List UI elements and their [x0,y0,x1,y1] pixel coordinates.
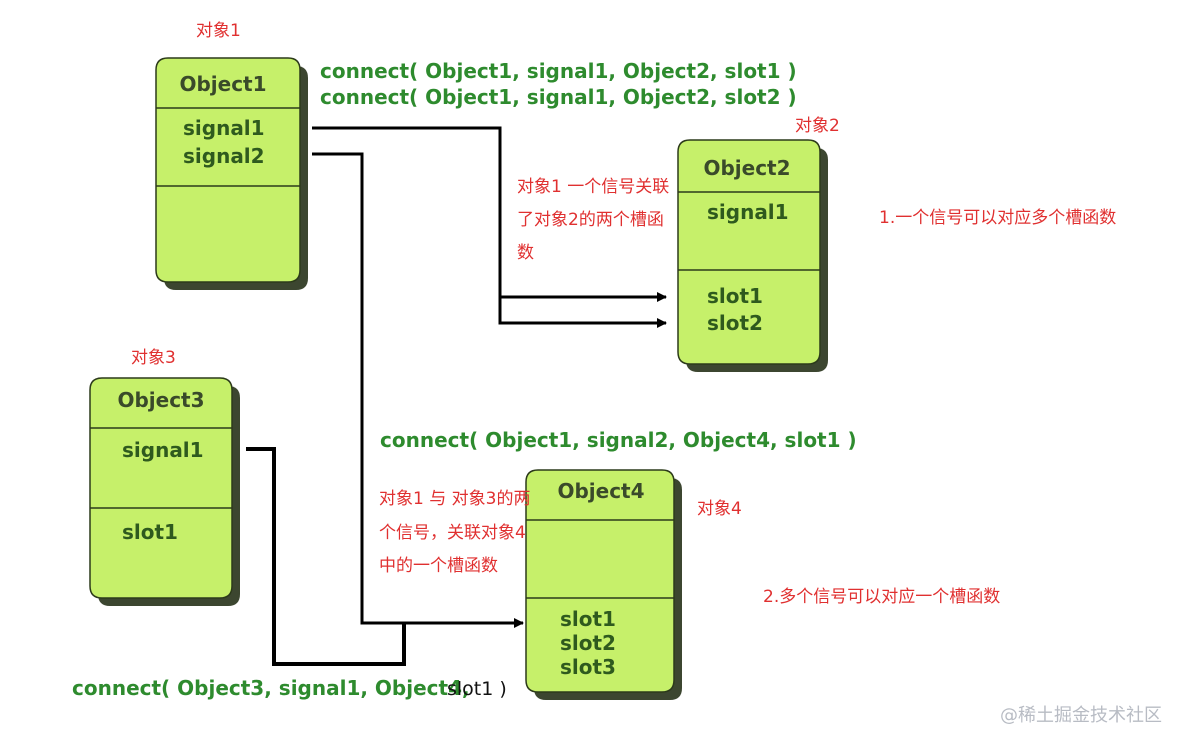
note2-line1: 对象1 与 对象3的两 [379,489,530,509]
connect-statement-2: connect( Object1, signal1, Object2, slot… [320,85,797,109]
object3-slot1: slot1 [122,520,178,544]
object1-signal2: signal2 [183,144,265,168]
note1-line2: 了对象2的两个槽函 [517,210,664,230]
object1-title: Object1 [179,72,266,96]
rule1-text: 1.一个信号可以对应多个槽函数 [879,208,1116,228]
object4-title: Object4 [557,479,644,503]
object1-signal1: signal1 [183,116,265,140]
connect-statement-1: connect( Object1, signal1, Object2, slot… [320,59,797,83]
object3-caption: 对象3 [131,348,176,368]
object3-title: Object3 [117,388,204,412]
object3-box: Object3 signal1 slot1 [89,377,240,606]
object2-box: Object2 signal1 slot1 slot2 [677,139,828,372]
connection-lines [246,126,667,666]
object4-slot2: slot2 [560,631,616,655]
object3-signal1: signal1 [122,438,204,462]
object4-caption: 对象4 [697,499,742,519]
note2-line3: 中的一个槽函数 [379,556,498,576]
note1-line3: 数 [517,243,534,263]
watermark-text: @稀土掘金技术社区 [1000,705,1162,726]
line-object1-signal1-to-object2-slot2 [498,297,667,328]
object2-slot1: slot1 [707,284,763,308]
object2-signal1: signal1 [707,200,789,224]
object2-slot2: slot2 [707,311,763,335]
note2-line2: 个信号，关联对象4 [379,523,526,543]
connect-statement-4-tail: slot1 ) [447,678,507,700]
line-object1-signal2-to-object4-slot1 [312,152,524,628]
object1-caption: 对象1 [196,21,241,41]
object1-box: Object1 signal1 signal2 [155,57,308,290]
object2-caption: 对象2 [795,116,840,136]
rule2-text: 2.多个信号可以对应一个槽函数 [763,587,1000,607]
connect-statement-4: connect( Object3, signal1, Object4, [72,676,470,700]
connect-statement-3: connect( Object1, signal2, Object4, slot… [380,428,857,452]
line-object1-signal1-to-object2-slot1 [312,126,667,302]
object4-slot3: slot3 [560,655,616,679]
object2-title: Object2 [703,156,790,180]
object4-box: Object4 slot1 slot2 slot3 [525,469,682,700]
note1-line1: 对象1 一个信号关联 [517,177,669,197]
line-object3-signal1-to-object4-slot1 [246,447,406,666]
object4-slot1: slot1 [560,607,616,631]
